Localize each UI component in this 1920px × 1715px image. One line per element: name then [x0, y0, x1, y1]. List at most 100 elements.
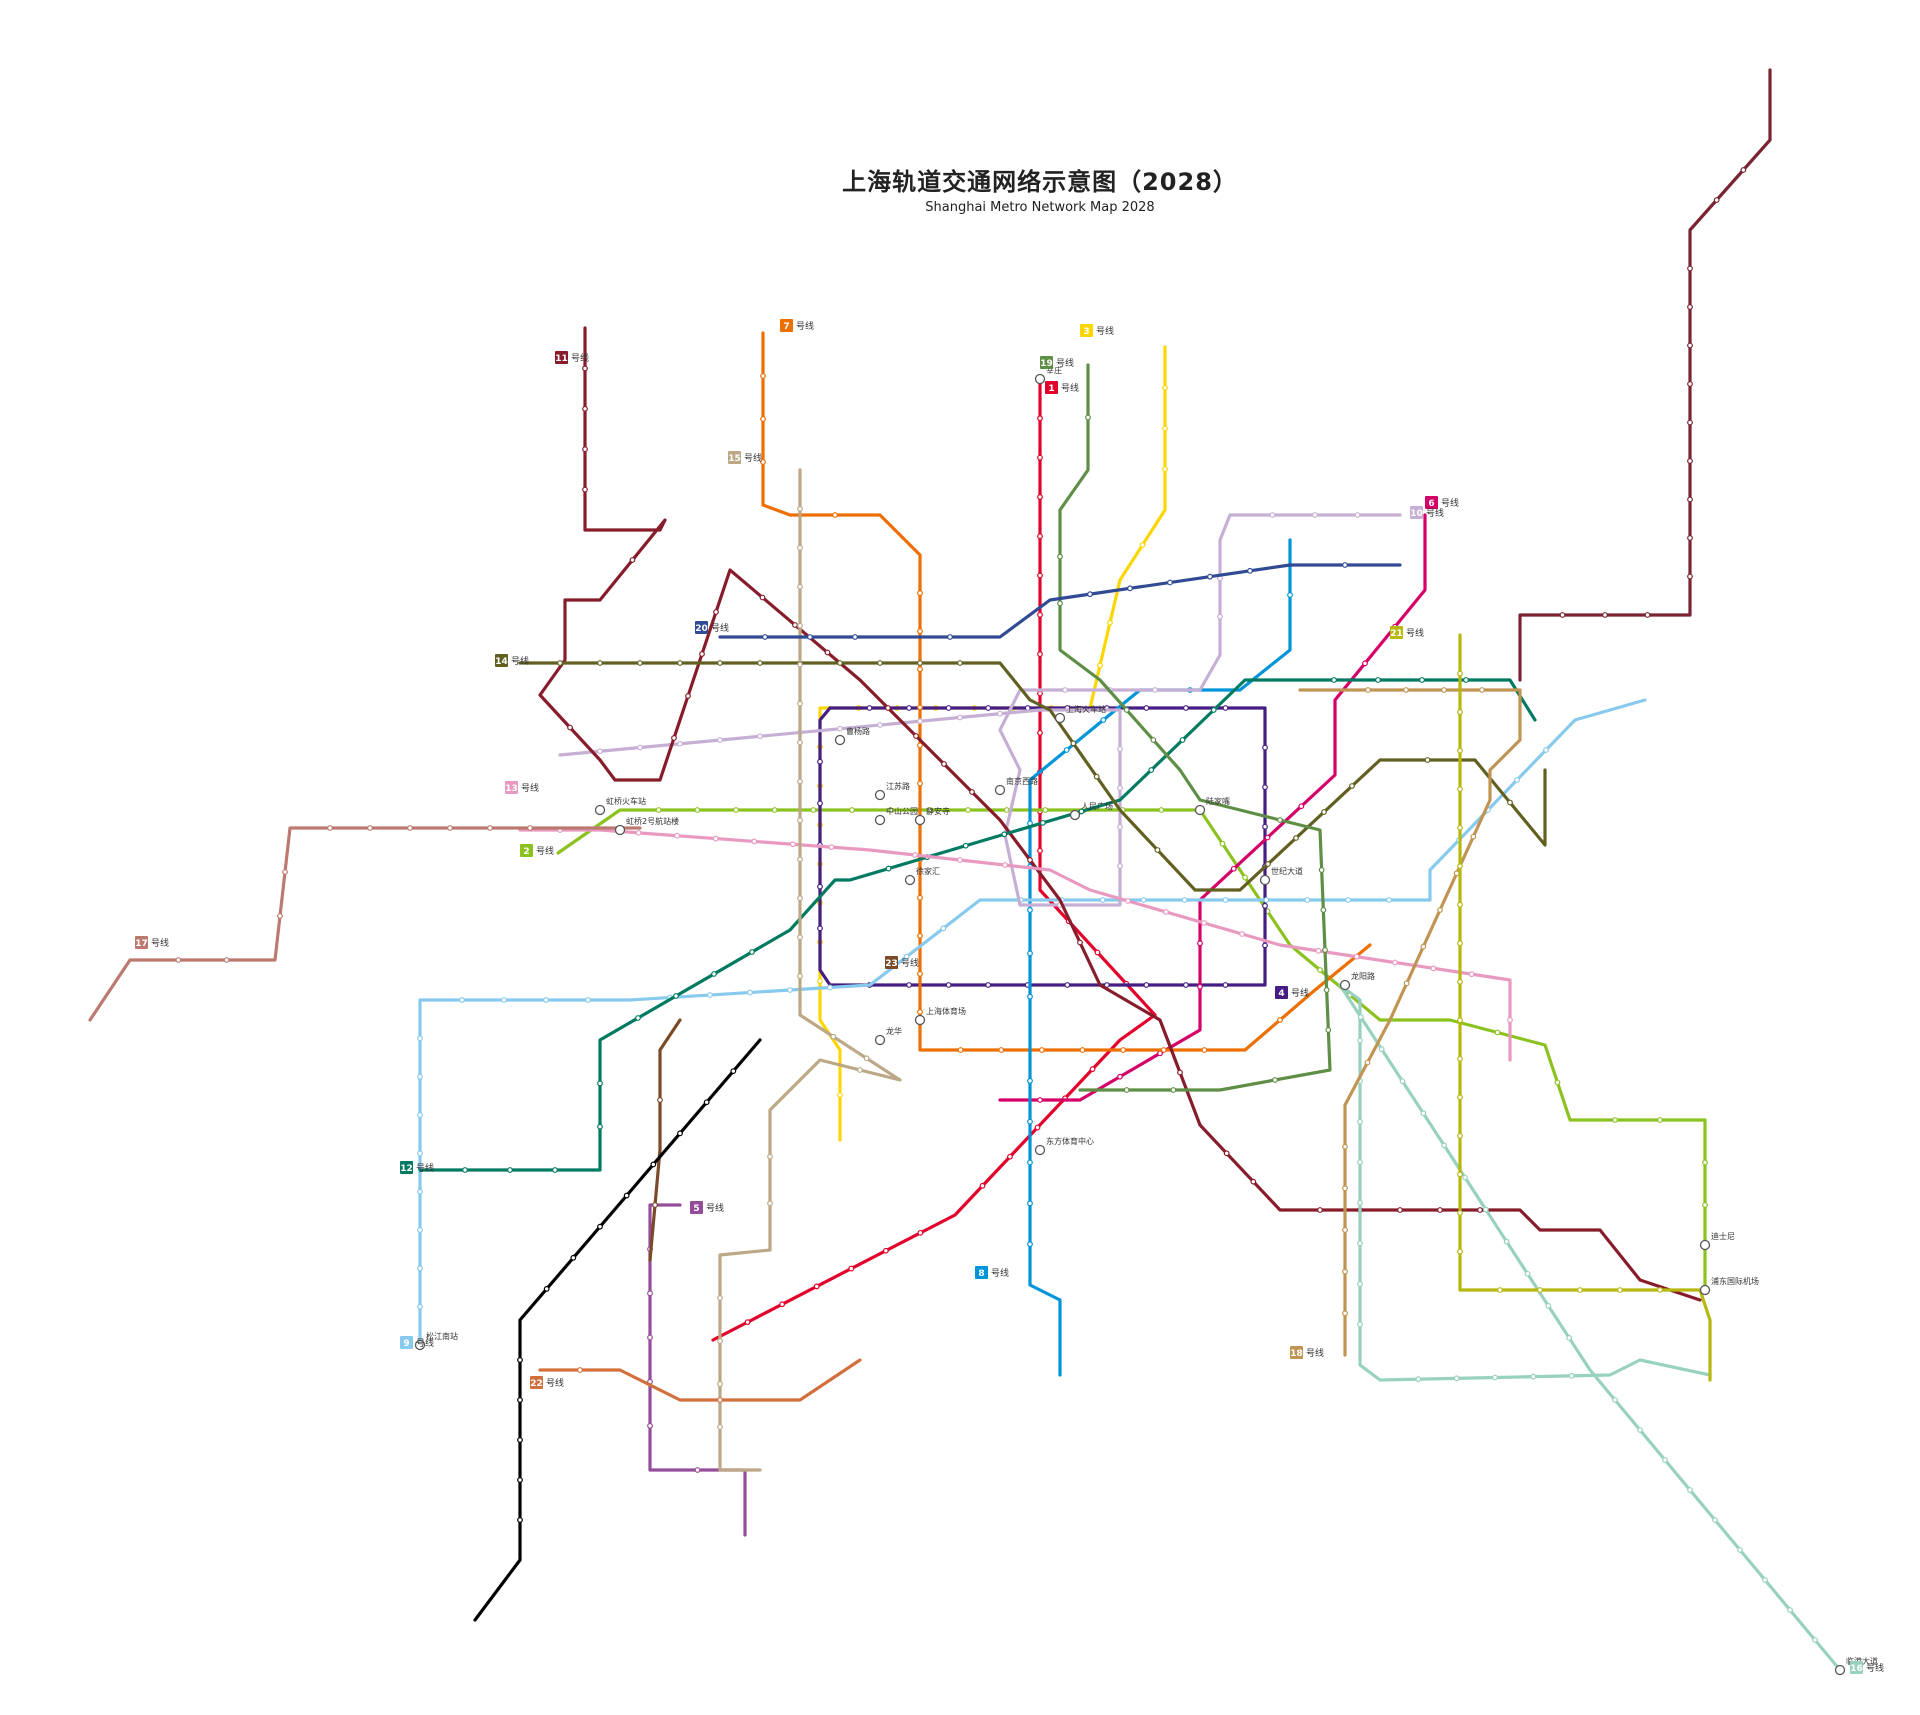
interchange-station[interactable]	[1699, 1284, 1711, 1296]
interchange-station[interactable]	[1699, 1239, 1711, 1251]
station-label: 曹杨路	[846, 726, 870, 736]
station-dot	[1042, 807, 1049, 813]
station-dot	[1158, 807, 1165, 813]
interchange-station[interactable]	[414, 1339, 426, 1351]
station-dot	[1001, 831, 1008, 838]
station-dot	[1457, 747, 1463, 754]
station-dot	[1087, 591, 1093, 598]
station-dot	[1265, 861, 1271, 867]
line-badge-box	[495, 654, 508, 667]
map-subtitle: Shanghai Metro Network Map 2028	[925, 200, 1155, 215]
station-dot	[417, 1227, 423, 1233]
station-label: 上海体育场	[926, 1006, 966, 1016]
station-dot	[1117, 824, 1123, 830]
station-label: 东方体育中心	[1046, 1136, 1094, 1146]
station-dot	[913, 733, 919, 739]
interchange-station[interactable]	[1034, 373, 1046, 385]
station-dot	[797, 506, 803, 512]
station-dot	[1740, 167, 1747, 173]
station-dot	[906, 982, 912, 988]
interchange-station[interactable]	[994, 784, 1006, 796]
line-badge-box	[695, 621, 708, 634]
station-label: 浦东国际机场	[1711, 1276, 1759, 1286]
station-dot	[1150, 737, 1157, 743]
station-dot	[837, 660, 843, 666]
station-dot	[762, 634, 768, 640]
station-dot	[597, 660, 603, 666]
station-dot	[912, 852, 918, 858]
station-dot	[733, 807, 739, 813]
station-dot	[713, 609, 719, 615]
station-dot	[848, 1265, 855, 1272]
interchange-station[interactable]	[1339, 979, 1351, 991]
interchange-station[interactable]	[1259, 874, 1271, 886]
station-dot	[657, 1097, 663, 1103]
line-badge-number: 3	[1083, 327, 1089, 337]
station-dot	[1702, 1202, 1708, 1208]
station-dot	[1617, 1287, 1623, 1293]
station-dot	[1034, 1124, 1041, 1131]
station-dot	[945, 982, 952, 988]
interchange-station[interactable]	[1054, 712, 1066, 724]
station-dot	[1197, 983, 1203, 990]
station-dot	[1657, 1117, 1663, 1123]
interchange-station[interactable]	[914, 814, 926, 826]
interchange-station[interactable]	[874, 1034, 886, 1046]
line-badge-box	[780, 319, 793, 332]
interchange-station[interactable]	[874, 789, 886, 801]
interchange-station[interactable]	[1069, 809, 1081, 821]
metro-line-9	[418, 698, 1647, 1347]
station-dot	[582, 446, 588, 453]
interchange-station[interactable]	[914, 1014, 926, 1026]
interchange-station[interactable]	[1194, 804, 1206, 816]
interchange-station[interactable]	[1834, 1664, 1846, 1676]
station-dot	[1093, 773, 1100, 780]
station-dot	[1637, 1427, 1643, 1433]
line-badge-box	[690, 1201, 703, 1214]
station-dot	[527, 825, 533, 831]
station-dot	[1037, 494, 1043, 500]
interchange-station[interactable]	[904, 874, 916, 886]
station-dot	[1612, 1397, 1618, 1403]
line-badge-number: 9	[403, 1339, 409, 1349]
line-badge-number: 11	[555, 354, 568, 364]
interchange-station[interactable]	[834, 734, 846, 746]
interchange-station[interactable]	[614, 824, 626, 836]
station-dot	[1357, 1321, 1363, 1328]
station-dot	[1321, 809, 1327, 815]
line-badge-box	[1045, 381, 1058, 394]
station-dot	[1038, 1047, 1045, 1053]
line-badge-number: 10	[1410, 509, 1423, 519]
station-dot	[647, 1422, 653, 1429]
station-dot	[1507, 1017, 1513, 1023]
station-dot	[507, 1167, 513, 1173]
interchange-station[interactable]	[1034, 1144, 1046, 1156]
station-dot	[787, 987, 793, 993]
interchange-station[interactable]	[874, 814, 886, 826]
interchange-station[interactable]	[594, 804, 606, 816]
